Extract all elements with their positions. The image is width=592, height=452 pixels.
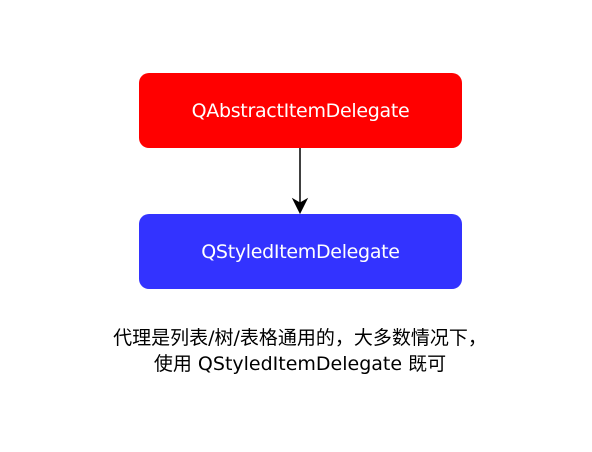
arrow-head	[291, 197, 309, 215]
caption-text: 代理是列表/树/表格通用的，大多数情况下， 使用 QStyledItemDele…	[40, 325, 560, 377]
node-qabstractitemdelegate: QAbstractItemDelegate	[139, 73, 462, 148]
caption-line-2: 使用 QStyledItemDelegate 既可	[153, 353, 447, 375]
caption-line-1: 代理是列表/树/表格通用的，大多数情况下，	[113, 327, 487, 349]
node-qstyleditemdelegate: QStyledItemDelegate	[139, 214, 462, 289]
node-label-parent: QAbstractItemDelegate	[191, 99, 410, 122]
node-label-child: QStyledItemDelegate	[201, 240, 400, 263]
